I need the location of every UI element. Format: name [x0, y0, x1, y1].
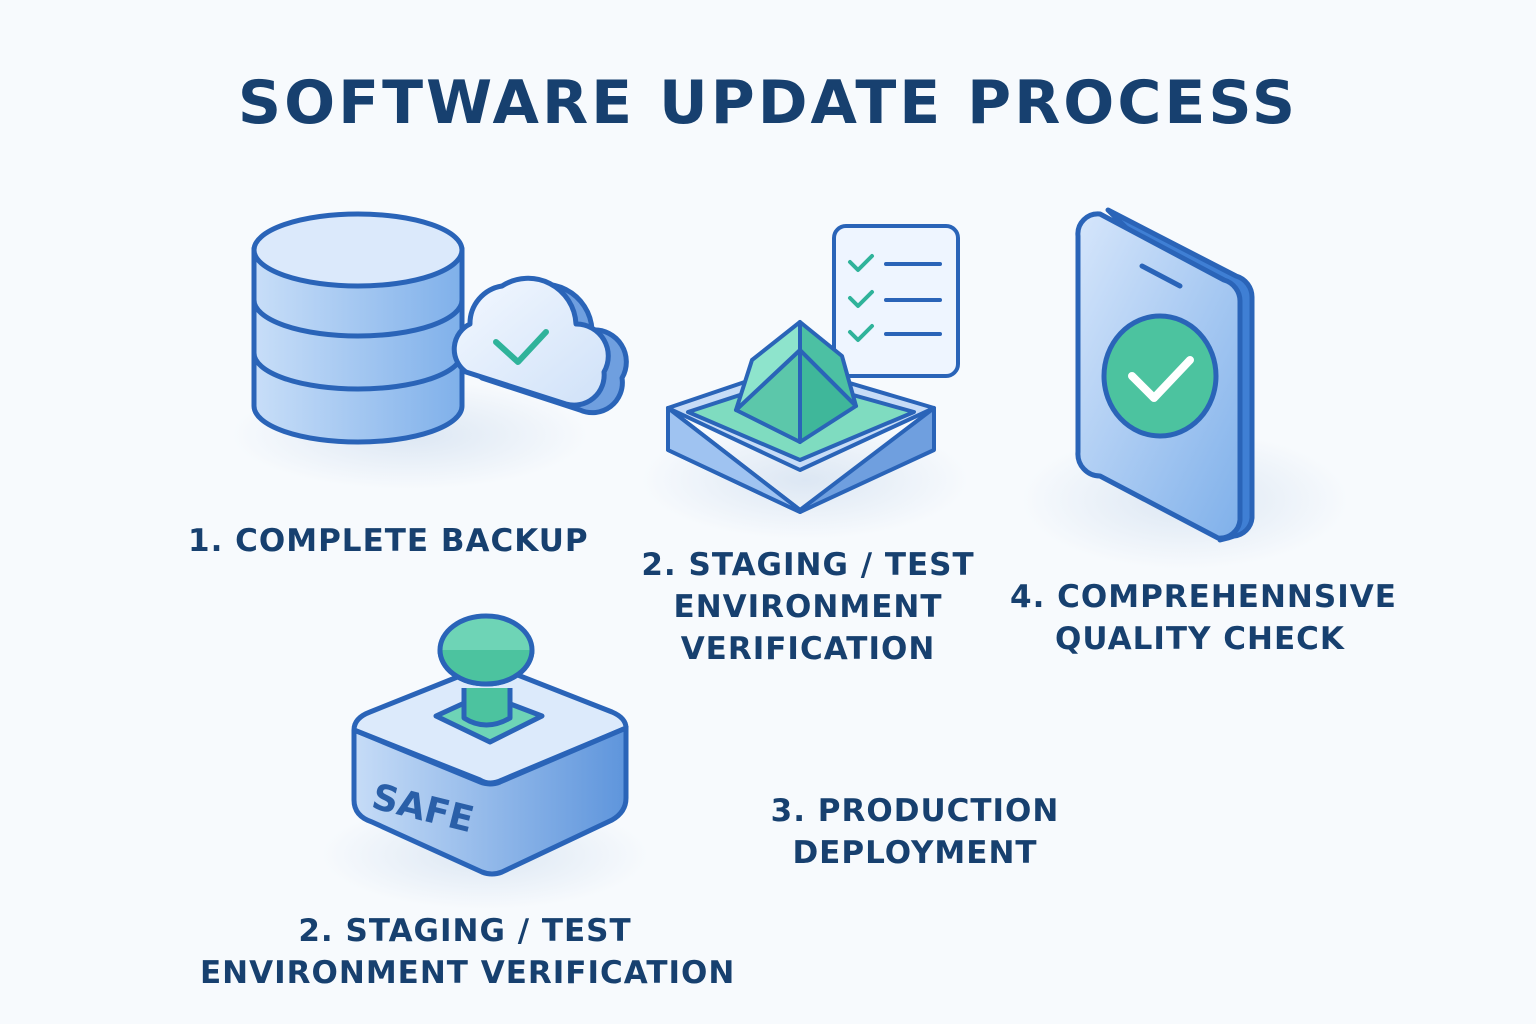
- step-label-production-deployment: 3. PRODUCTION DEPLOYMENT: [770, 793, 1060, 871]
- step-label-staging-verification: 2. STAGING / TEST ENVIRONMENT VERIFICATI…: [641, 547, 975, 667]
- staging-platform-checklist-icon: [666, 224, 960, 514]
- phone-check-icon: [1075, 207, 1255, 543]
- database-icon: [251, 211, 465, 445]
- safe-joystick-icon: SAFE: [351, 613, 629, 877]
- cloud-check-icon: [451, 275, 629, 416]
- checklist-icon: [832, 224, 960, 378]
- database-cloud-check-icon: [251, 211, 629, 445]
- step-label-staging-verification-2: 2. STAGING / TEST ENVIRONMENT VERIFICATI…: [200, 913, 736, 991]
- page-title: SOFTWARE UPDATE PROCESS: [237, 68, 1299, 138]
- pyramid-icon: [734, 320, 858, 444]
- step-label-quality-check: 4. COMPREHENNSIVE QUALITY CHECK: [1010, 579, 1397, 657]
- step-label-complete-backup: 1. COMPLETE BACKUP: [188, 523, 589, 559]
